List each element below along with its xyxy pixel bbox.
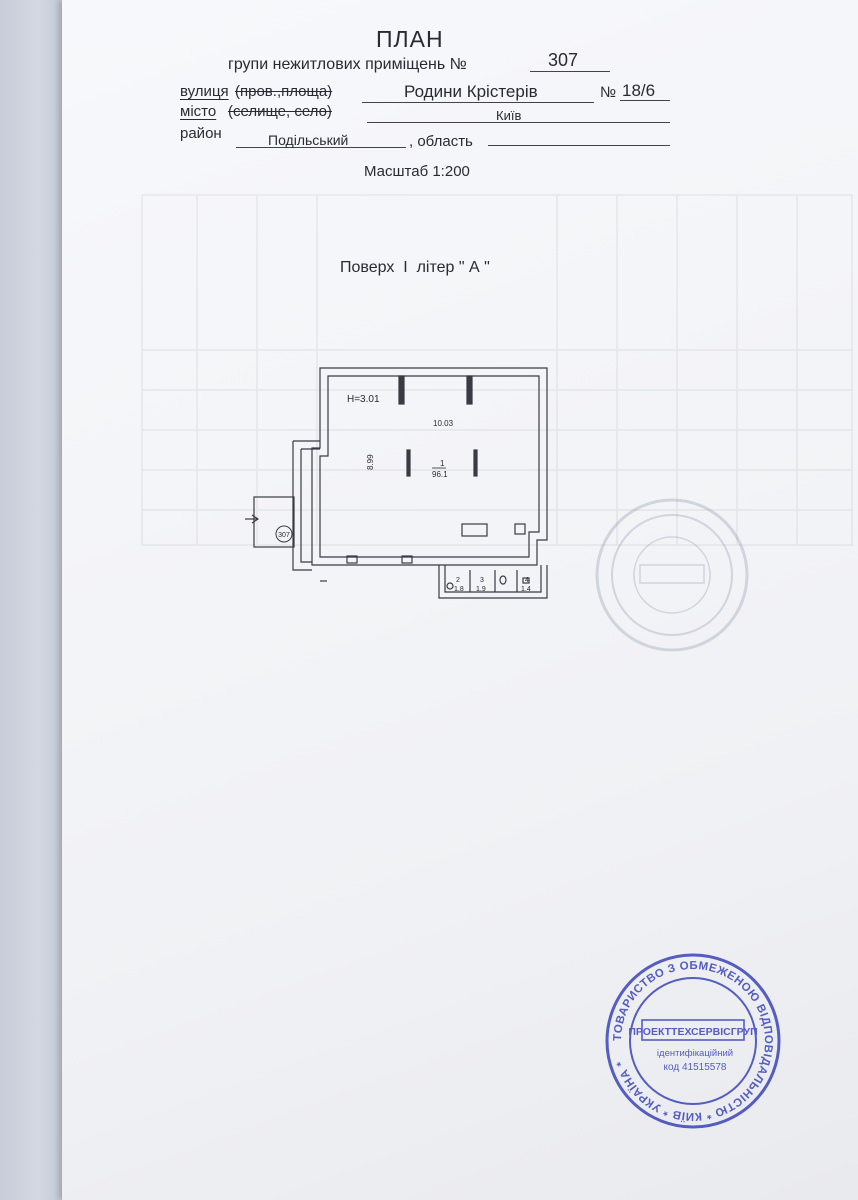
stamp-id-label: ідентифікаційний bbox=[657, 1048, 733, 1059]
wet-rooms-wall bbox=[438, 565, 548, 599]
room-1-number: 1 bbox=[440, 459, 445, 468]
street-label-struck: (пров.,площа) bbox=[235, 83, 333, 100]
dim-vertical: 8.99 bbox=[366, 454, 375, 470]
city-underline bbox=[367, 122, 670, 123]
inner-wall bbox=[319, 375, 540, 558]
document-sheet: ПЛАН групи нежитлових приміщень № 307 ву… bbox=[62, 0, 858, 1200]
street-label: вулиця bbox=[180, 83, 229, 100]
room-3-number: 3 bbox=[480, 577, 484, 584]
group-number-underline bbox=[530, 71, 610, 72]
column bbox=[406, 449, 411, 477]
outer-wall bbox=[311, 367, 548, 566]
city-label-struck: (селище, село) bbox=[228, 103, 332, 120]
room-1-area: 96.1 bbox=[432, 470, 448, 479]
region-label: , область bbox=[409, 133, 473, 150]
street-value: Родини Крістерів bbox=[404, 82, 538, 101]
floor-plan: 307 Н=3.01 10.03 8.99 1 96.1 2 1.8 3 1.9… bbox=[245, 367, 548, 599]
binder-edge bbox=[0, 0, 70, 1200]
room-3-area: 1.9 bbox=[476, 586, 486, 593]
scale-label: Масштаб 1:200 bbox=[364, 163, 470, 180]
faded-stamp-watermark bbox=[595, 498, 749, 652]
page-title: ПЛАН bbox=[376, 26, 444, 52]
room-2-area: 1.8 bbox=[454, 586, 464, 593]
district-underline bbox=[236, 147, 406, 148]
svg-text:ТОВАРИСТВО З ОБМЕЖЕНОЮ ВІДПОВІ: ТОВАРИСТВО З ОБМЕЖЕНОЮ ВІДПОВІДАЛЬНІСТЮ … bbox=[612, 960, 774, 1123]
plan-subtitle: групи нежитлових приміщень № bbox=[228, 56, 467, 73]
group-number: 307 bbox=[548, 50, 579, 70]
dim-horizontal: 10.03 bbox=[433, 419, 454, 428]
official-stamp: ТОВАРИСТВО З ОБМЕЖЕНОЮ ВІДПОВІДАЛЬНІСТЮ … bbox=[605, 953, 781, 1129]
street-underline bbox=[362, 102, 594, 103]
building-number: 18/6 bbox=[622, 81, 656, 100]
stamp-ring-text: ТОВАРИСТВО З ОБМЕЖЕНОЮ ВІДПОВІДАЛЬНІСТЮ … bbox=[612, 960, 774, 1123]
district-label: район bbox=[180, 125, 222, 142]
room-2-number: 2 bbox=[456, 577, 460, 584]
show-through-table bbox=[141, 194, 853, 546]
floor-caption: Поверх І літер " А " bbox=[340, 259, 490, 276]
entrance-marker-circle bbox=[275, 525, 293, 543]
district-value: Подільський bbox=[268, 132, 349, 148]
stamp-company: ПРОЕКТТЕХСЕРВІСГРУП bbox=[628, 1026, 757, 1038]
room-4-number: 4 bbox=[525, 577, 529, 584]
entrance-porch bbox=[253, 496, 295, 548]
city-label: місто bbox=[180, 103, 217, 120]
column bbox=[473, 449, 478, 477]
city-value: Київ bbox=[496, 108, 522, 123]
number-label: № bbox=[600, 84, 617, 101]
room-4-area: 1.4 bbox=[521, 586, 531, 593]
stamp-id-code: код 41515578 bbox=[664, 1062, 727, 1073]
region-underline bbox=[488, 145, 670, 146]
number-underline bbox=[620, 100, 670, 101]
left-annex-wall bbox=[292, 440, 320, 571]
height-label: Н=3.01 bbox=[347, 394, 380, 405]
counter bbox=[461, 523, 488, 537]
entrance-marker: 307 bbox=[278, 532, 290, 539]
